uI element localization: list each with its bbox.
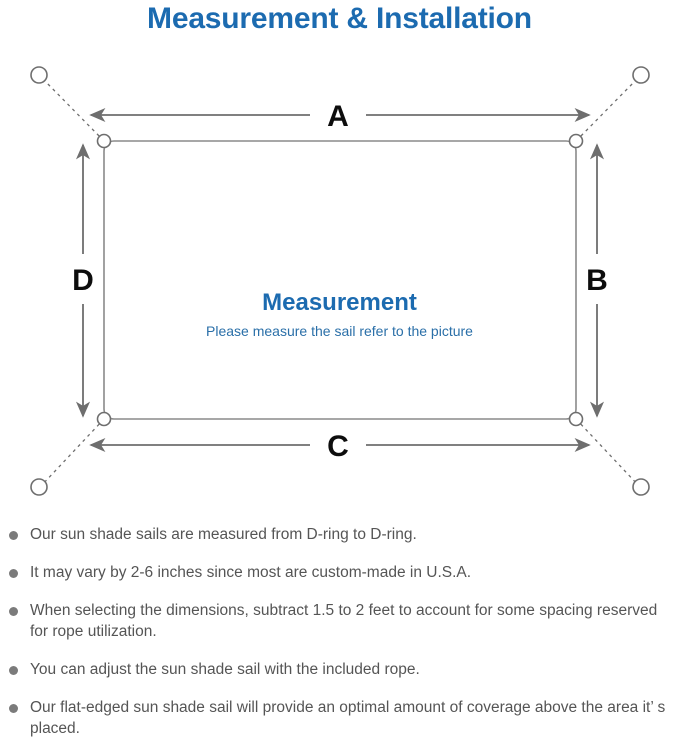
note-text: It may vary by 2-6 inches since most are… [30, 564, 472, 581]
d-ring-top-right [568, 133, 584, 149]
list-item: It may vary by 2-6 inches since most are… [0, 562, 679, 583]
note-text: You can adjust the sun shade sail with t… [30, 661, 420, 678]
rope-line-bottom-left [40, 418, 105, 487]
anchor-point-top-right [632, 66, 650, 84]
bullet-icon [9, 569, 18, 578]
list-item: Our sun shade sails are measured from D-… [0, 524, 679, 545]
bullet-icon [9, 607, 18, 616]
bullet-icon [9, 704, 18, 713]
sail-body [103, 140, 577, 420]
page-title: Measurement & Installation [147, 2, 532, 35]
dimension-label-c: C [327, 430, 349, 463]
dimension-label-a: A [327, 100, 349, 133]
list-item: You can adjust the sun shade sail with t… [0, 659, 679, 680]
anchor-point-bottom-right [632, 478, 650, 496]
notes-list: Our sun shade sails are measured from D-… [0, 524, 679, 756]
rope-line-top-left [40, 76, 105, 142]
note-text: When selecting the dimensions, subtract … [30, 602, 658, 640]
d-ring-bottom-right [568, 411, 584, 427]
dimension-label-d: D [72, 264, 94, 297]
measurement-installation-page: Measurement & Installation [0, 2, 679, 737]
anchor-point-bottom-left [30, 478, 48, 496]
note-text: Our sun shade sails are measured from D-… [30, 526, 417, 543]
bullet-icon [9, 531, 18, 540]
bullet-icon [9, 666, 18, 675]
anchor-point-top-left [30, 66, 48, 84]
dimension-label-b: B [586, 264, 608, 297]
d-ring-top-left [96, 133, 112, 149]
note-text: Our flat-edged sun shade sail will provi… [30, 699, 666, 737]
rope-line-top-right [575, 76, 640, 142]
list-item: Our flat-edged sun shade sail will provi… [0, 697, 679, 739]
rope-line-bottom-right [575, 418, 640, 487]
shade-sail-diagram: A C D B Measurement Please measure the s… [0, 48, 679, 518]
d-ring-bottom-left [96, 411, 112, 427]
list-item: When selecting the dimensions, subtract … [0, 600, 679, 642]
